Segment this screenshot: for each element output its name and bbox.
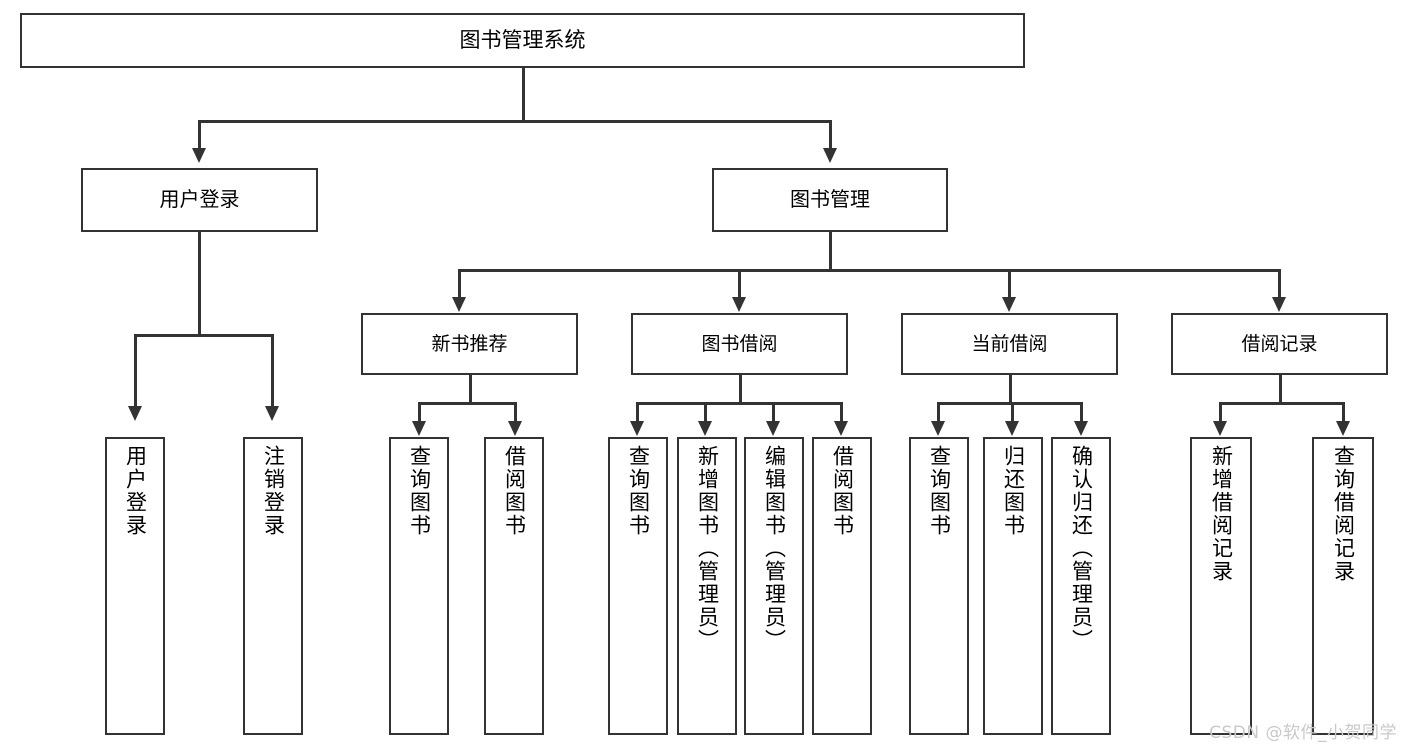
node-leaf-query-book-1[interactable]: 查询图书 <box>389 437 449 735</box>
node-leaf-edit-book[interactable]: 编辑图书（管理员） <box>744 437 804 735</box>
node-leaf-user-login[interactable]: 用户登录 <box>105 437 165 735</box>
connector-bm-drop-4 <box>1278 269 1281 297</box>
arrow-to-leaf-confirm-return <box>1074 421 1088 436</box>
arrow-to-leaf-add-record <box>1213 421 1227 436</box>
node-user-login[interactable]: 用户登录 <box>81 168 318 232</box>
connector-br-bar <box>1219 402 1344 405</box>
connector-cb-stem <box>1009 375 1012 404</box>
arrow-to-borrow-record <box>1272 297 1286 312</box>
node-book-manage-label: 图书管理 <box>790 187 870 212</box>
connector-bm-drop-3 <box>1008 269 1011 297</box>
connector-nbr-stem <box>469 375 472 404</box>
node-borrow-record[interactable]: 借阅记录 <box>1171 313 1388 375</box>
node-leaf-return-book[interactable]: 归还图书 <box>983 437 1043 735</box>
arrow-to-leaf-borrow-book-2 <box>834 421 848 436</box>
arrow-to-leaf-query-book-2 <box>630 421 644 436</box>
node-book-manage[interactable]: 图书管理 <box>712 168 948 232</box>
connector-nbr-drop-1 <box>418 402 421 422</box>
node-leaf-query-book-2[interactable]: 查询图书 <box>608 437 668 735</box>
connector-user-login-stem <box>198 232 201 336</box>
connector-bb-bar <box>636 402 842 405</box>
connector-br-drop-2 <box>1342 402 1345 422</box>
arrow-to-leaf-borrow-book-1 <box>508 421 522 436</box>
node-user-login-label: 用户登录 <box>159 187 240 212</box>
connector-user-login-drop-1 <box>134 334 137 406</box>
connector-nbr-bar <box>418 402 516 405</box>
connector-root-to-book-manage <box>829 120 832 148</box>
connector-bm-drop-1 <box>458 269 461 297</box>
node-leaf-query-book-1-label: 查询图书 <box>407 445 432 537</box>
node-leaf-query-record[interactable]: 查询借阅记录 <box>1312 437 1374 735</box>
arrow-to-leaf-edit-book <box>766 421 780 436</box>
connector-bm-drop-2 <box>738 269 741 297</box>
node-leaf-borrow-book-1-label: 借阅图书 <box>502 445 527 537</box>
arrow-to-leaf-add-book <box>698 421 712 436</box>
arrow-to-leaf-query-book-1 <box>412 421 426 436</box>
node-leaf-user-login-label: 用户登录 <box>123 445 148 537</box>
connector-root-to-user-login <box>198 120 201 148</box>
node-current-borrow-label: 当前借阅 <box>971 332 1048 355</box>
connector-nbr-drop-2 <box>514 402 517 422</box>
connector-bb-drop-4 <box>840 402 843 422</box>
arrow-root-to-user-login <box>192 148 206 163</box>
connector-br-drop-1 <box>1219 402 1222 422</box>
node-leaf-add-record-label: 新增借阅记录 <box>1209 445 1234 583</box>
node-leaf-confirm-return-label: 确认归还（管理员） <box>1069 445 1094 652</box>
connector-bb-drop-3 <box>772 402 775 422</box>
arrow-to-current-borrow <box>1002 297 1016 312</box>
connector-user-login-bar <box>134 334 273 337</box>
connector-bb-drop-2 <box>704 402 707 422</box>
node-leaf-user-logout-label: 注销登录 <box>261 445 286 537</box>
node-root-label: 图书管理系统 <box>459 28 586 53</box>
node-leaf-add-record[interactable]: 新增借阅记录 <box>1190 437 1252 735</box>
node-book-borrow[interactable]: 图书借阅 <box>631 313 848 375</box>
node-leaf-add-book-label: 新增图书（管理员） <box>695 445 720 652</box>
connector-cb-drop-2 <box>1011 402 1014 422</box>
node-leaf-return-book-label: 归还图书 <box>1001 445 1026 537</box>
node-borrow-record-label: 借阅记录 <box>1241 332 1318 355</box>
arrow-root-to-book-manage <box>823 148 837 163</box>
node-leaf-edit-book-label: 编辑图书（管理员） <box>762 445 787 652</box>
arrow-to-leaf-query-record <box>1336 421 1350 436</box>
connector-cb-drop-3 <box>1080 402 1083 422</box>
node-new-book-recommend-label: 新书推荐 <box>431 332 508 355</box>
node-leaf-query-record-label: 查询借阅记录 <box>1331 445 1356 583</box>
arrow-to-leaf-return-book <box>1005 421 1019 436</box>
node-leaf-query-book-2-label: 查询图书 <box>626 445 651 537</box>
node-leaf-user-logout[interactable]: 注销登录 <box>243 437 303 735</box>
arrow-to-leaf-user-logout <box>265 406 279 421</box>
node-leaf-borrow-book-1[interactable]: 借阅图书 <box>484 437 544 735</box>
arrow-to-book-borrow <box>732 297 746 312</box>
arrow-to-leaf-query-book-3 <box>931 421 945 436</box>
connector-bb-stem <box>739 375 742 404</box>
connector-book-manage-bar <box>458 269 1281 272</box>
arrow-to-leaf-user-login <box>128 406 142 421</box>
connector-cb-drop-1 <box>937 402 940 422</box>
node-current-borrow[interactable]: 当前借阅 <box>901 313 1118 375</box>
connector-book-manage-stem <box>829 232 832 272</box>
node-leaf-add-book[interactable]: 新增图书（管理员） <box>677 437 737 735</box>
node-leaf-query-book-3[interactable]: 查询图书 <box>909 437 969 735</box>
connector-root-stem <box>522 68 525 122</box>
connector-bb-drop-1 <box>636 402 639 422</box>
connector-root-bar <box>198 120 832 123</box>
node-book-borrow-label: 图书借阅 <box>701 332 778 355</box>
connector-br-stem <box>1279 375 1282 404</box>
node-leaf-confirm-return[interactable]: 确认归还（管理员） <box>1051 437 1111 735</box>
connector-user-login-drop-2 <box>271 334 274 406</box>
node-leaf-query-book-3-label: 查询图书 <box>927 445 952 537</box>
node-leaf-borrow-book-2-label: 借阅图书 <box>830 445 855 537</box>
node-leaf-borrow-book-2[interactable]: 借阅图书 <box>812 437 872 735</box>
node-new-book-recommend[interactable]: 新书推荐 <box>361 313 578 375</box>
node-root[interactable]: 图书管理系统 <box>20 13 1025 68</box>
connector-cb-bar <box>937 402 1083 405</box>
arrow-to-new-book-recommend <box>452 297 466 312</box>
